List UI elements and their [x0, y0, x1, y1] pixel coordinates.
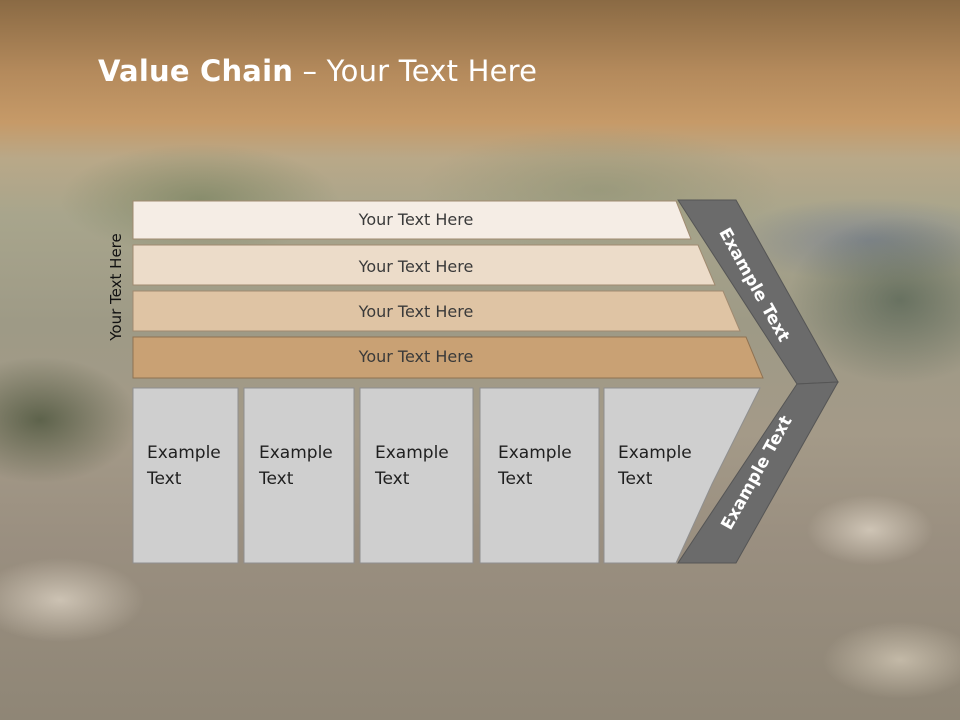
activity-box-1-line1: Example: [147, 443, 221, 463]
activity-box-3-line1: Example: [375, 443, 449, 463]
reflection-box-4-line2: Text: [497, 637, 533, 657]
activity-box-1-shape: [132, 387, 239, 564]
diagram-reflection: Example Text Example Text Example Text E…: [133, 563, 825, 720]
title-bold: Value Chain: [98, 54, 294, 88]
activity-box-2-line2: Text: [258, 469, 294, 489]
reflection-box-5-line2: Text: [617, 637, 653, 657]
band-2-shape: [132, 244, 716, 286]
slide-title: Value Chain – Your Text Here: [98, 54, 537, 88]
band-1-shape: [132, 200, 692, 240]
activity-box-1-line2: Text: [146, 469, 182, 489]
activity-box-4: Example Text: [479, 387, 600, 564]
activity-box-2-shape: [243, 387, 355, 564]
activity-box-4-line2: Text: [497, 469, 533, 489]
band-3-shape: [132, 290, 741, 332]
band-4-label: Your Text Here: [358, 347, 474, 366]
reflection-box-5: [604, 563, 751, 720]
band-2-label: Your Text Here: [358, 257, 474, 276]
reflection-box-3: [360, 563, 473, 720]
title-rest: – Your Text Here: [293, 54, 538, 88]
reflection-box-3-line1: Example: [375, 663, 449, 683]
band-1: Your Text Here: [132, 200, 692, 240]
reflection-box-4: [480, 563, 599, 720]
activity-box-3: Example Text: [359, 387, 474, 564]
band-2: Your Text Here: [132, 244, 716, 286]
band-3: Your Text Here: [132, 290, 741, 332]
reflection-box-1-line2: Text: [146, 637, 182, 657]
activity-box-2-line1: Example: [259, 443, 333, 463]
activity-box-5-line1: Example: [618, 443, 692, 463]
activity-box-2: Example Text: [243, 387, 355, 564]
band-1-label: Your Text Here: [358, 210, 474, 229]
reflection-box-2-line1: Example: [259, 663, 333, 683]
activity-box-3-shape: [359, 387, 474, 564]
activity-box-3-line2: Text: [374, 469, 410, 489]
reflection-box-2-line2: Text: [258, 637, 294, 657]
reflection-box-2: [244, 563, 354, 720]
band-3-label: Your Text Here: [358, 302, 474, 321]
reflection-box-4-line1: Example: [498, 663, 572, 683]
reflection-box-5-line1: Example: [618, 663, 692, 683]
activity-box-4-line1: Example: [498, 443, 572, 463]
band-4-shape: [132, 336, 764, 379]
activity-box-5: Example Text: [603, 387, 761, 564]
band-4: Your Text Here: [132, 336, 764, 379]
activity-box-1: Example Text: [132, 387, 239, 564]
reflection-box-3-line2: Text: [374, 637, 410, 657]
reflection-arrow: [678, 563, 825, 720]
activity-box-5-line2: Text: [617, 469, 653, 489]
reflection-box-1: [133, 563, 238, 720]
activity-box-5-shape: [603, 387, 761, 564]
reflection-box-1-line1: Example: [147, 663, 221, 683]
